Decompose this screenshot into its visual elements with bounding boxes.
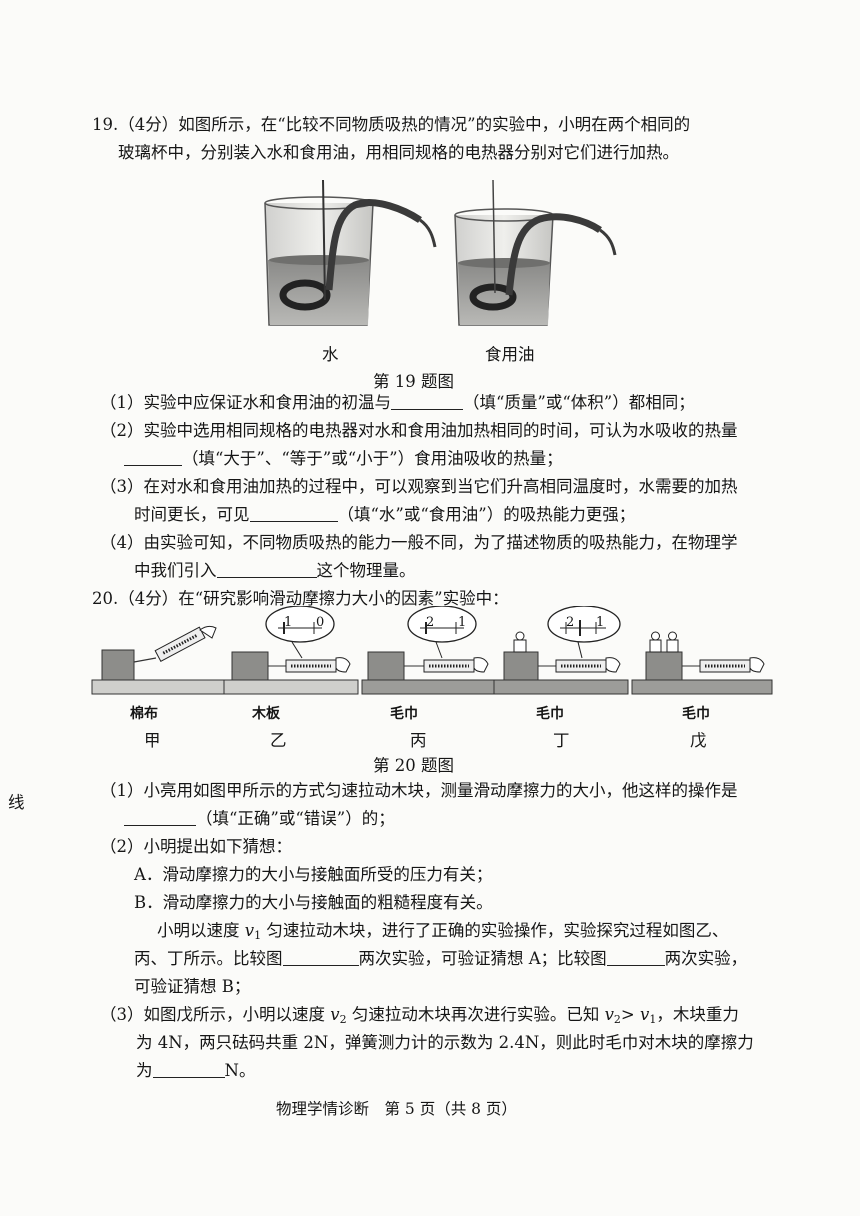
fig-label-bing: 丙 [410, 731, 427, 750]
q19-label-water: 水 [322, 345, 339, 364]
q20-guess-b: B．滑动摩擦力的大小与接触面的粗糙程度有关。 [134, 893, 493, 912]
q19-part1: （1）实验中应保证水和食用油的初温与（填“质量”或“体积”）都相同； [100, 393, 695, 412]
q19-part2-line2: （填“大于”、“等于”或“小于”）食用油吸收的热量； [124, 448, 563, 470]
q19-part2-line1: （2）实验中选用相同规格的电热器对水和食用油加热相同的时间，可认为水吸收的热量 [100, 421, 738, 440]
q20-part2-line6: 可验证猜想 B； [134, 977, 251, 996]
setup-wu [631, 631, 773, 695]
q20-part3-blank[interactable] [152, 1061, 225, 1078]
gauge-ding-tick-1: 1 [596, 615, 605, 630]
oil-beaker [454, 179, 617, 326]
fig-label-yi: 乙 [270, 731, 287, 750]
q20-intro: 20.（4分）在“研究影响滑动摩擦力大小的因素”实验中： [92, 589, 509, 608]
q19-part4-blank[interactable] [216, 561, 317, 578]
gauge-ding-tick-2: 2 [566, 615, 575, 630]
gauge-bing-tick-1: 1 [458, 615, 467, 630]
surface-label-ding: 毛巾 [536, 706, 564, 722]
setup-yi [223, 606, 359, 695]
water-beaker [264, 179, 437, 326]
q20-part3-line2: 为 4N，两只砝码共重 2N，弹簧测力计的示数为 2.4N，则此时毛巾对木块的摩… [136, 1033, 754, 1052]
q19-intro-line2: 玻璃杯中，分别装入水和食用油，用相同规格的电热器分别对它们进行加热。 [118, 143, 679, 162]
surface-label-yi: 木板 [252, 706, 280, 722]
q20-part2-line1: （2）小明提出如下猜想： [100, 837, 292, 856]
q19-beakers-figure [264, 179, 617, 326]
q20-guess-a: A．滑动摩擦力的大小与接触面所受的压力有关； [134, 865, 493, 884]
surface-label-jia: 棉布 [130, 706, 158, 722]
q19-intro-line1: 19.（4分）如图所示，在“比较不同物质吸热的情况”的实验中，小明在两个相同的 [92, 115, 691, 134]
q19-part4-line2: 中我们引入这个物理量。 [134, 561, 416, 580]
page-footer: 物理学情诊断 第 5 页（共 8 页） [276, 1100, 517, 1118]
surface-label-wu: 毛巾 [682, 706, 710, 722]
q20-friction-figure [91, 606, 773, 695]
setup-jia [91, 625, 231, 695]
surface-label-bing: 毛巾 [390, 706, 418, 722]
q20-part1-line1: （1）小亮用如图甲所示的方式匀速拉动木块，测量滑动摩擦力的大小，他这样的操作是 [100, 781, 738, 800]
q20-part3-line1: （3）如图戊所示，小明以速度 v2 匀速拉动木块再次进行实验。已知 v2> v1… [100, 1005, 739, 1026]
q19-part2-blank[interactable] [124, 449, 182, 466]
q19-part4-line1: （4）由实验可知，不同物质吸热的能力一般不同，为了描述物质的吸热能力，在物理学 [100, 533, 738, 552]
q19-label-oil: 食用油 [485, 345, 535, 364]
setup-bing [361, 606, 497, 695]
fig-label-ding: 丁 [553, 731, 570, 750]
q20-part2-blank-b[interactable] [606, 949, 665, 966]
q20-figure-caption: 第 20 题图 [373, 756, 454, 775]
q20-part2-blank-a[interactable] [282, 949, 359, 966]
q20-part2-line4: 小明以速度 v1 匀速拉动木块，进行了正确的实验操作，实验探究过程如图乙、 [157, 921, 729, 942]
fig-label-jia: 甲 [144, 731, 161, 750]
q19-part3-line1: （3）在对水和食用油加热的过程中，可以观察到当它们升高相同温度时，水需要的加热 [100, 477, 738, 496]
fig-label-wu: 戊 [690, 731, 707, 750]
gauge-yi-tick-1: 1 [284, 615, 293, 630]
q19-part1-blank[interactable] [391, 393, 463, 410]
q20-part1-line2: （填“正确”或“错误”）的； [124, 808, 395, 830]
margin-binding-char: 线 [8, 793, 25, 812]
q20-part1-blank[interactable] [124, 809, 196, 826]
q19-part3-line2: 时间更长，可见（填“水”或“食用油”）的吸热能力更强； [134, 505, 636, 524]
q20-part2-line5: 丙、丁所示。比较图两次实验，可验证猜想 A；比较图两次实验， [134, 949, 748, 968]
q19-figure-caption: 第 19 题图 [373, 372, 454, 391]
gauge-yi-tick-0: 0 [316, 615, 325, 630]
q19-part3-blank[interactable] [249, 505, 338, 522]
setup-ding [493, 606, 629, 695]
gauge-bing-tick-2: 2 [426, 615, 435, 630]
